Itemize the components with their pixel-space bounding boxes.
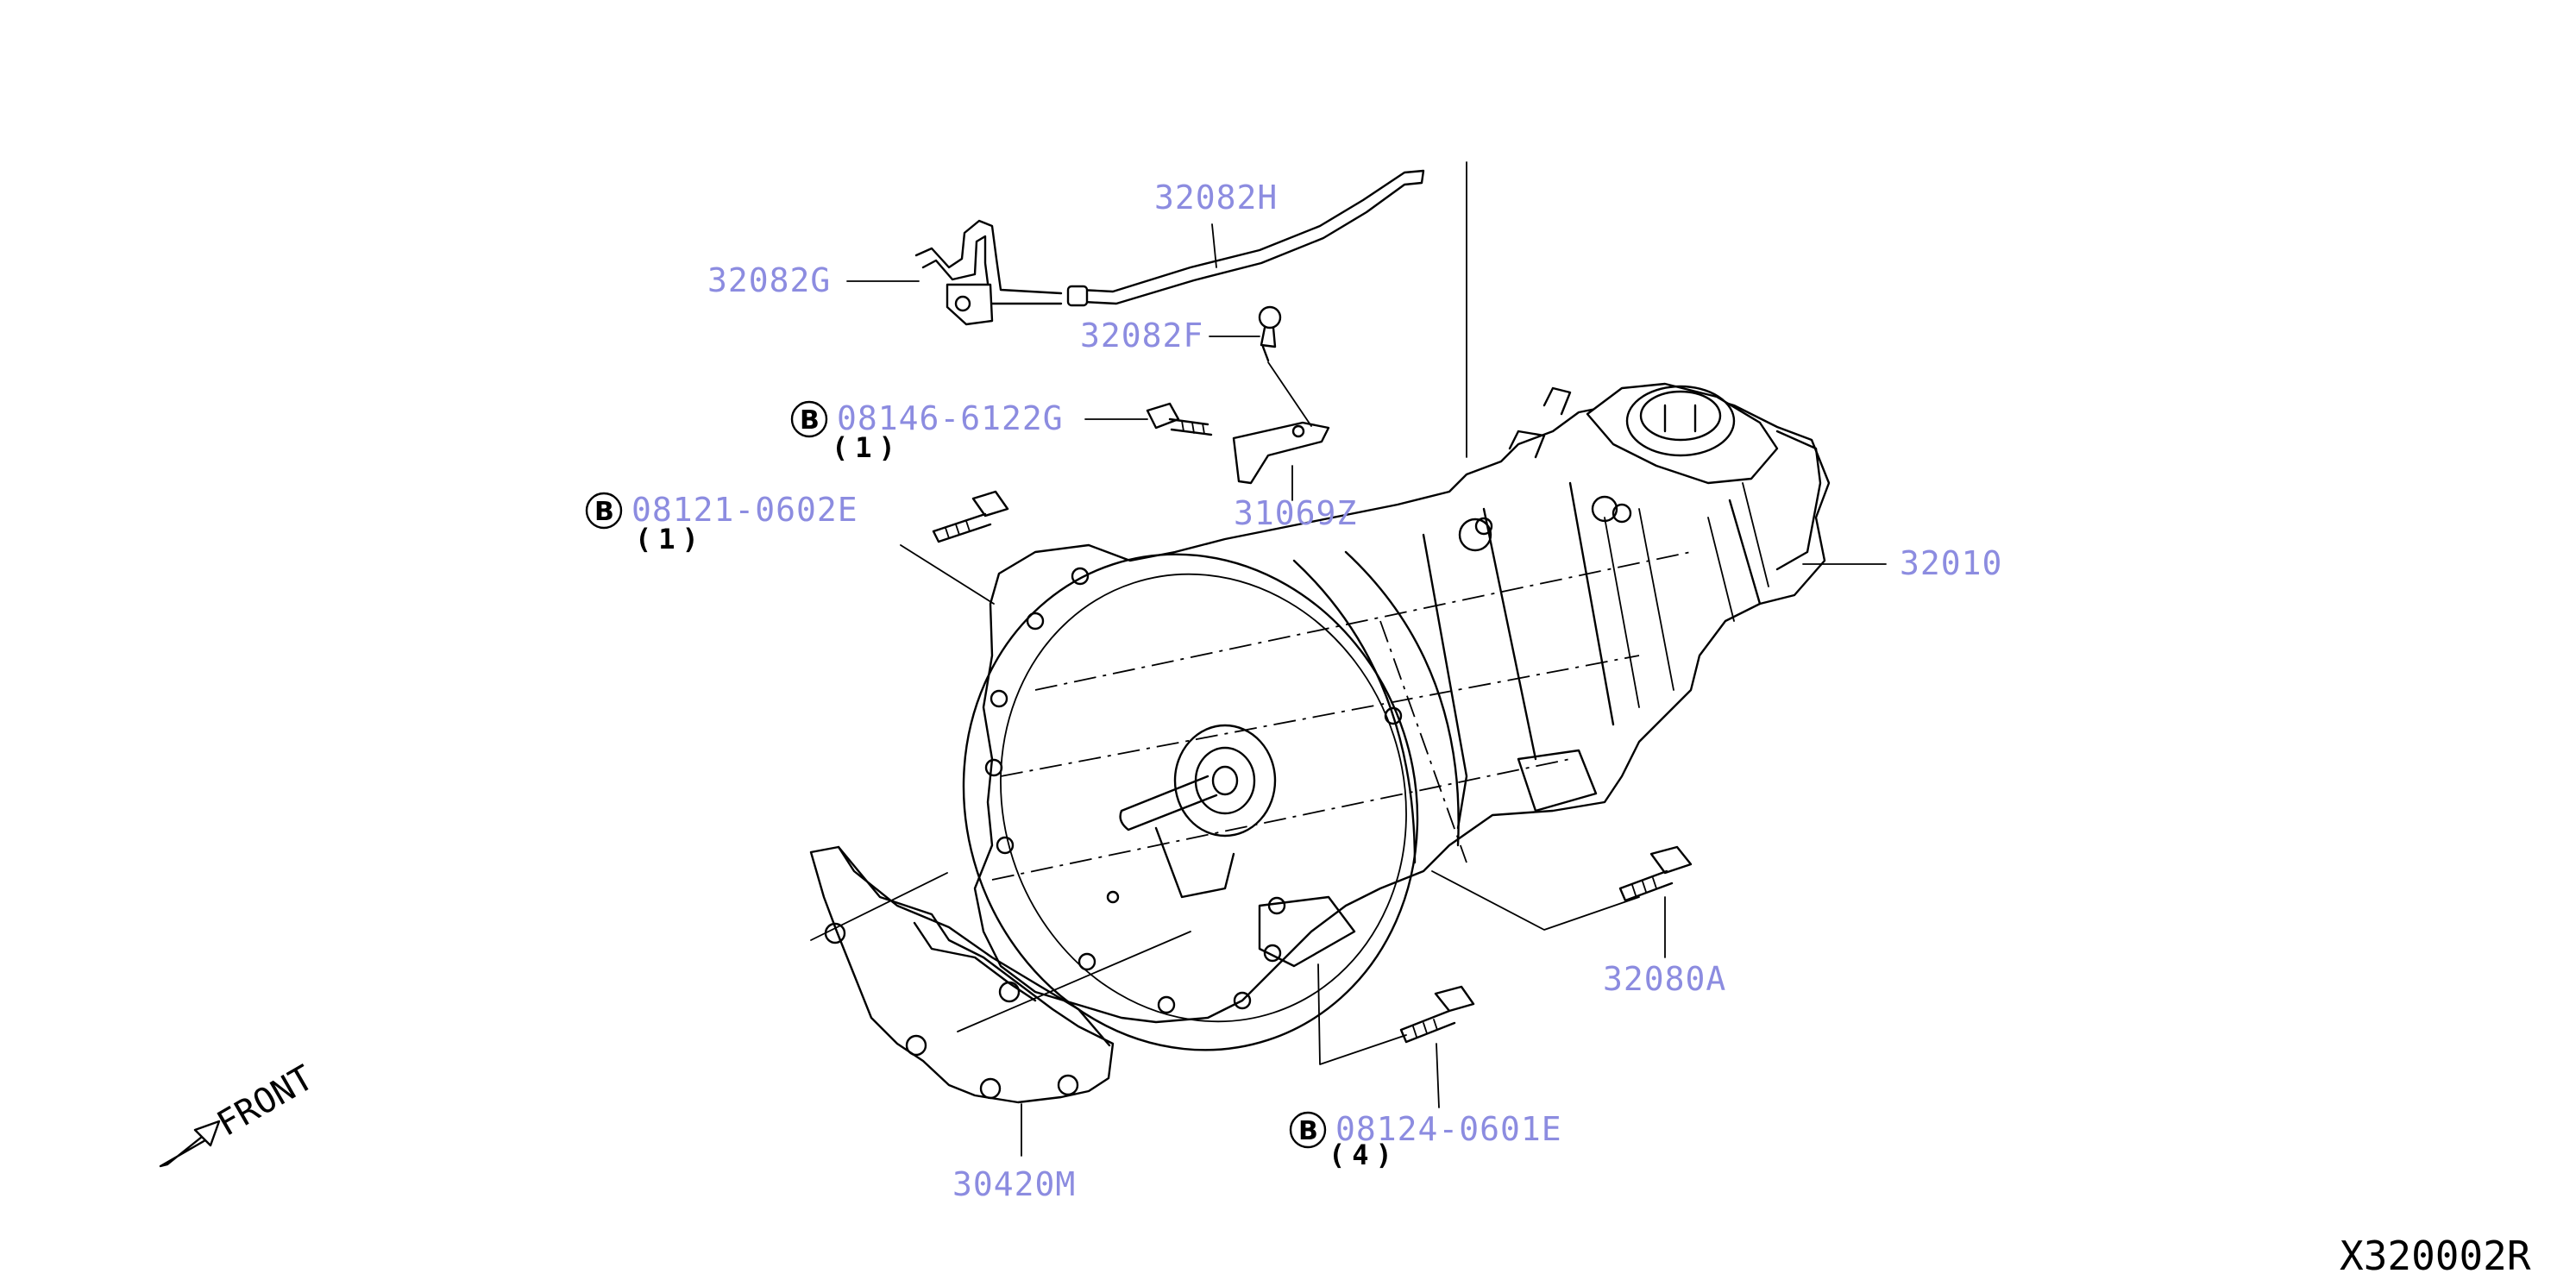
part-number-30420M[interactable]: 30420M [952,1165,1076,1203]
part-number-32010[interactable]: 32010 [1900,544,2002,582]
part-number-31069Z[interactable]: 31069Z [1234,494,1357,532]
bolt-08121-0602E [932,490,1009,543]
front-label: FRONT [210,1058,320,1145]
b-symbol-circle [585,492,623,530]
bracket-31069Z [1232,421,1330,485]
b-symbol-letter: B [1298,1116,1318,1146]
quantity-08121-0602E: (1) [635,523,706,555]
transmission-assembly [962,382,1831,1051]
part-number-08146-6122G[interactable]: 08146-6122G [837,399,1064,437]
b-symbol-letter: B [594,497,614,527]
part-number-32082G[interactable]: 32082G [707,261,831,299]
hose-32082H [1066,169,1425,307]
quantity-08124-0601E: (4) [1329,1139,1399,1171]
part-number-32082H[interactable]: 32082H [1154,179,1278,216]
part-labels: 32082H 32082G 32082F B 08146-6122G (1) B… [585,179,2002,1203]
pipe-32082G [914,219,1063,326]
bolt-08146-6122G [1146,402,1213,436]
leader-lines [810,161,1887,1157]
clip-32082F [1258,305,1282,362]
quantity-08146-6122G: (1) [832,431,902,464]
b-symbol-letter: B [800,405,820,436]
front-indicator: FRONT [159,1058,320,1168]
part-number-32080A[interactable]: 32080A [1603,960,1726,998]
part-number-08124-0601E[interactable]: 08124-0601E [1335,1110,1562,1148]
b-symbol-circle [1289,1111,1327,1149]
bolt-08124-0601E [1399,985,1475,1044]
diagram-id: X320002R [2340,1233,2531,1279]
b-symbol-circle [790,400,828,438]
part-number-08121-0602E[interactable]: 08121-0602E [631,491,858,529]
cover-30420M [809,845,1115,1104]
front-arrow-icon [159,1120,221,1168]
part-number-32082F[interactable]: 32082F [1080,317,1203,355]
bolt-32080A [1618,845,1693,902]
